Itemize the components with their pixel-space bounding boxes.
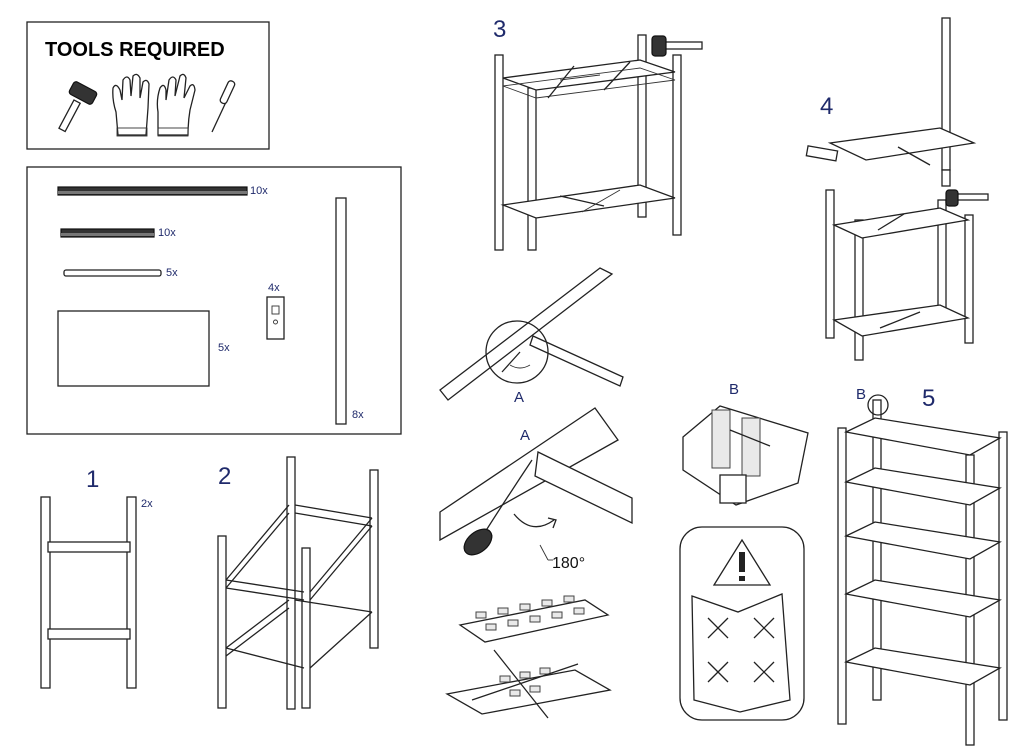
step-1-quantity: 2x (141, 498, 153, 510)
short-beam-quantity: 10x (158, 227, 176, 239)
incorrect-clip-layout (445, 649, 612, 719)
upright-part (335, 197, 347, 425)
corner-clip-detail-b (682, 405, 809, 506)
detail-a-magnifier-circle (485, 320, 549, 384)
step-2-number: 2 (218, 463, 232, 490)
tools-required-box (26, 21, 270, 150)
callout-b-detail-label: B (729, 381, 740, 398)
clip-warning-panel (679, 526, 805, 721)
step-4-frame (805, 17, 989, 361)
rubber-mallet-icon (58, 81, 98, 133)
shelf-board-part (57, 310, 210, 387)
rotation-angle-label: 180° (552, 555, 586, 572)
step-5-number: 5 (922, 385, 936, 412)
shelf-board-quantity: 5x (218, 342, 230, 354)
callout-a-detail-label: A (520, 427, 531, 444)
support-bar-quantity: 5x (166, 267, 178, 279)
step-5-shelving-unit (837, 394, 1008, 746)
callout-b-shelf-label: B (856, 386, 867, 403)
parts-list-box (26, 166, 402, 435)
step-1-frame (40, 496, 137, 689)
short-beam-part (60, 228, 155, 238)
step-2-frame (217, 456, 379, 710)
rubber-mallet-icon (651, 35, 703, 57)
screwdriver-icon (211, 80, 236, 133)
callout-a-label: A (514, 389, 525, 406)
long-beam-part (57, 186, 248, 196)
corner-clip-quantity: 4x (268, 282, 280, 294)
support-bar-part (63, 269, 162, 277)
long-beam-quantity: 10x (250, 185, 268, 197)
tools-required-title: TOOLS REQUIRED (45, 39, 225, 61)
beam-rotation-detail-a (439, 407, 633, 561)
step-3-frame (494, 34, 703, 251)
work-glove-icon (156, 73, 196, 137)
step-4-number: 4 (820, 93, 834, 120)
rubber-mallet-icon (945, 189, 989, 207)
step-1-number: 1 (86, 466, 100, 493)
work-glove-icon (112, 73, 150, 137)
corner-clip-part (266, 296, 285, 340)
upright-quantity: 8x (352, 409, 364, 421)
detail-b-magnifier-circle (867, 394, 889, 416)
step-3-number: 3 (493, 16, 507, 43)
beam-connection-detail-a (439, 267, 624, 401)
correct-clip-layout (458, 595, 610, 643)
